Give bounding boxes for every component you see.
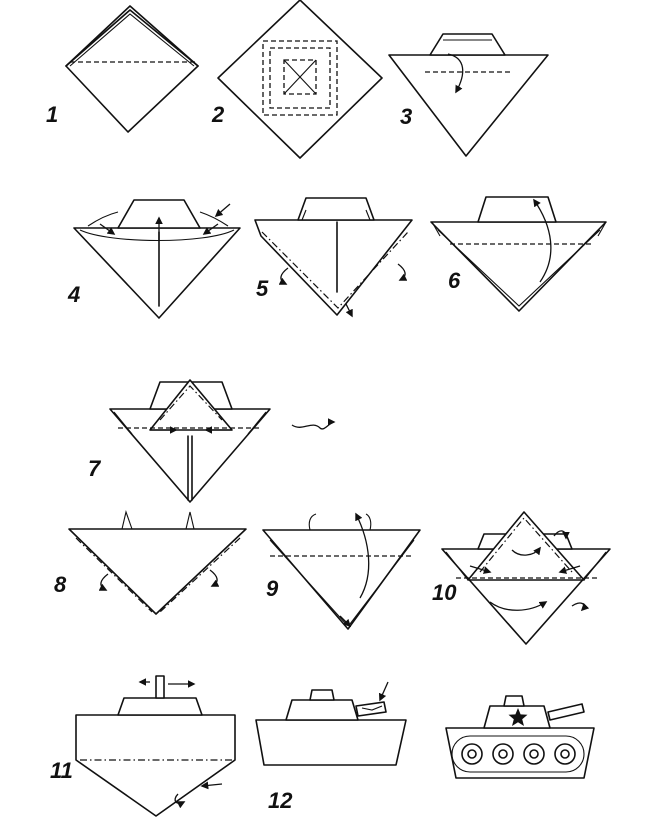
step-10-diagram: [441, 511, 611, 645]
step-3-diagram: [388, 33, 549, 157]
step-12-number: 12: [268, 788, 293, 813]
step-1-number: 1: [46, 102, 58, 127]
step-9-diagram: [262, 512, 421, 630]
step-11-number: 11: [50, 758, 73, 783]
step-6-number: 6: [448, 268, 461, 293]
step-7-number: 7: [88, 456, 102, 481]
step-8-number: 8: [54, 572, 67, 597]
tank-wheels: [461, 743, 576, 765]
step-7-diagram: [109, 379, 336, 503]
step-5-number: 5: [256, 276, 269, 301]
star-icon: [508, 708, 528, 726]
step-4-number: 4: [67, 282, 80, 307]
step-2-diagram: [217, 0, 383, 159]
step-12-diagram: [255, 681, 407, 766]
step-3-number: 3: [400, 104, 412, 129]
step-1-diagram: [65, 5, 199, 133]
step-4-diagram: [73, 199, 241, 319]
step-2-number: 2: [211, 102, 225, 127]
step-5-diagram: [254, 197, 413, 318]
finished-tank-diagram: [445, 695, 595, 779]
step-10-number: 10: [432, 580, 457, 605]
step-9-number: 9: [266, 576, 279, 601]
step-6-diagram: [430, 196, 607, 312]
step-11-diagram: [75, 675, 236, 817]
step-8-diagram: [68, 510, 247, 615]
